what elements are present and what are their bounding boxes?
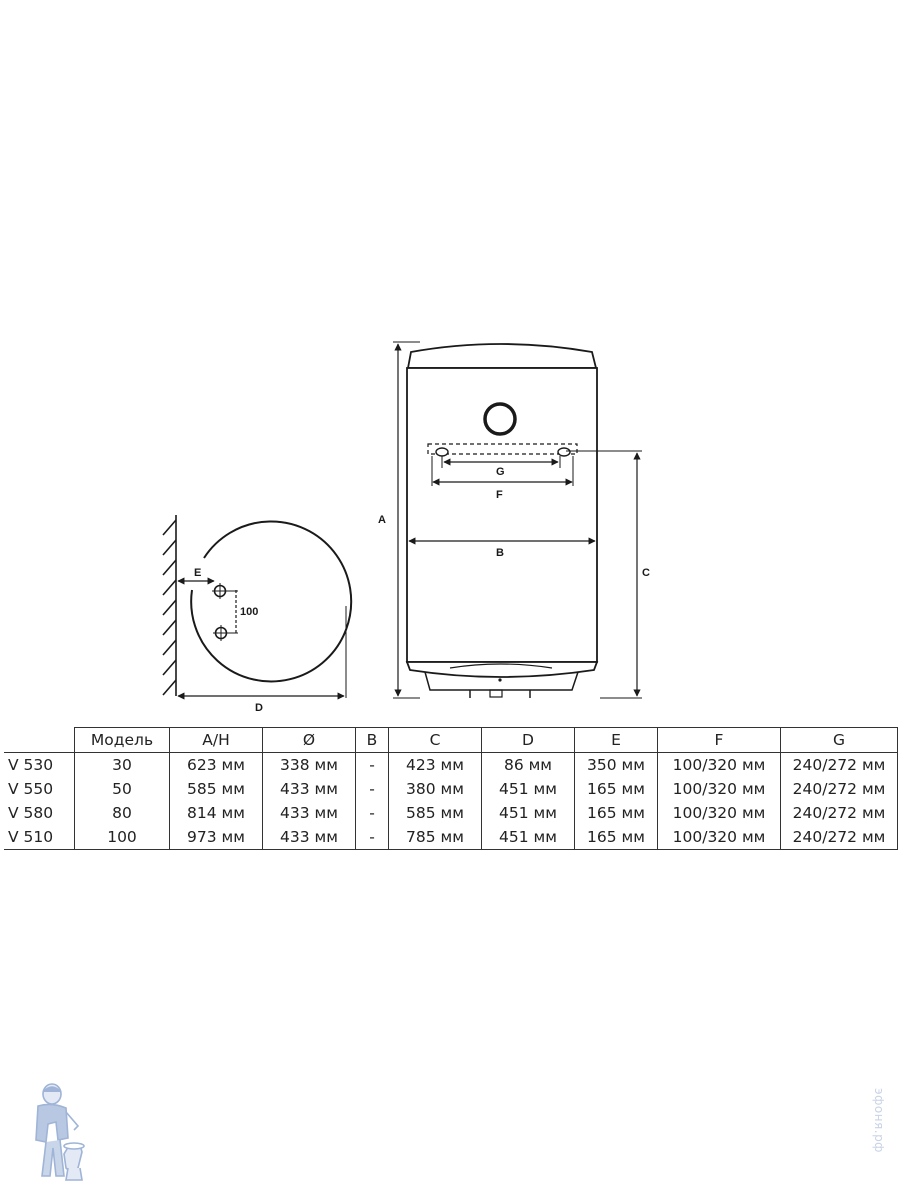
table-cell: 80 xyxy=(74,801,170,825)
table-cell: - xyxy=(355,801,389,825)
table-cell: V 550 xyxy=(8,780,54,798)
header-diameter: Ø xyxy=(262,727,356,753)
header-b: B xyxy=(355,727,389,753)
table-cell: 240/272 мм xyxy=(780,801,898,825)
table-cell: 240/272 мм xyxy=(780,777,898,801)
label-e: E xyxy=(194,567,201,579)
mount-hole-upper xyxy=(212,583,228,599)
table-cell: 585 мм xyxy=(169,777,263,801)
header-f: F xyxy=(657,727,781,753)
table-cell: 433 мм xyxy=(262,801,356,825)
label-f: F xyxy=(496,489,503,501)
table-cell: 86 мм xyxy=(481,752,575,777)
table-cell: 973 мм xyxy=(169,825,263,850)
header-a-h: A/H xyxy=(169,727,263,753)
header-e: E xyxy=(574,727,658,753)
table-cell: 100/320 мм xyxy=(657,801,781,825)
table-cell: - xyxy=(355,777,389,801)
table-row: V 530 30 623 мм 338 мм - 423 мм 86 мм 35… xyxy=(4,752,898,777)
mount-hole-lower xyxy=(213,625,229,641)
table-cell: 100/320 мм xyxy=(657,777,781,801)
table-cell: 451 мм xyxy=(481,825,575,850)
table-cell: 814 мм xyxy=(169,801,263,825)
table-cell: 100/320 мм xyxy=(657,825,781,850)
table-cell: 350 мм xyxy=(574,752,658,777)
thermometer-dial-icon xyxy=(483,402,517,436)
header-g: G xyxy=(780,727,898,753)
technical-diagram: E 100 D A xyxy=(162,341,650,714)
table-cell: V 510 xyxy=(4,825,75,850)
table-header-row: Модель A/H Ø B C D E F G xyxy=(4,727,898,753)
label-a: A xyxy=(378,514,386,526)
table-cell: 451 мм xyxy=(481,777,575,801)
watermark-text: эфоня.рф xyxy=(872,1088,886,1153)
front-view: A G F B C xyxy=(378,341,650,699)
header-d: D xyxy=(481,727,575,753)
table-cell: 423 мм xyxy=(388,752,482,777)
table-cell: 433 мм xyxy=(262,825,356,850)
label-d: D xyxy=(255,702,263,714)
table-cell: - xyxy=(355,752,389,777)
tank-top-cap xyxy=(406,343,598,369)
header-row-label xyxy=(4,727,75,753)
table-cell: V 580 xyxy=(8,804,54,822)
header-c: C xyxy=(388,727,482,753)
table-cell: 240/272 мм xyxy=(780,825,898,850)
label-g: G xyxy=(496,466,505,478)
plumber-mascot-icon xyxy=(35,1083,85,1181)
label-c: C xyxy=(642,567,650,579)
table-cell: 338 мм xyxy=(262,752,356,777)
wall-hatching xyxy=(162,515,177,696)
mounting-bracket xyxy=(427,443,578,455)
table-cell: 433 мм xyxy=(262,777,356,801)
table-cell: 50 xyxy=(74,777,170,801)
table-cell: 240/272 мм xyxy=(780,752,898,777)
table-cell: - xyxy=(355,825,389,850)
label-b: B xyxy=(496,547,504,559)
table-cell: 30 xyxy=(74,752,170,777)
table-cell: 785 мм xyxy=(388,825,482,850)
label-100: 100 xyxy=(240,606,258,618)
table-row: V 510 100 973 мм 433 мм - 785 мм 451 мм … xyxy=(4,825,898,850)
table-row: V 550 50 585 мм 433 мм - 380 мм 451 мм 1… xyxy=(4,777,898,801)
table-cell: 165 мм xyxy=(574,825,658,850)
table-cell: 165 мм xyxy=(574,801,658,825)
table-cell: 623 мм xyxy=(169,752,263,777)
table-cell: 585 мм xyxy=(388,801,482,825)
tank-outline-circle xyxy=(190,520,353,683)
table-cell: 165 мм xyxy=(574,777,658,801)
site-watermark: эфоня.рф xyxy=(868,1088,890,1198)
table-cell: 380 мм xyxy=(388,777,482,801)
table-cell: 100/320 мм xyxy=(657,752,781,777)
table-cell: V 530 xyxy=(8,756,54,774)
table-cell: 451 мм xyxy=(481,801,575,825)
top-view: E 100 D xyxy=(162,515,353,714)
header-model: Модель xyxy=(74,727,170,753)
specifications-table: Модель A/H Ø B C D E F G V 530 30 623 мм… xyxy=(4,727,898,850)
table-row: V 580 80 814 мм 433 мм - 585 мм 451 мм 1… xyxy=(4,801,898,825)
table-cell: 100 xyxy=(74,825,170,850)
